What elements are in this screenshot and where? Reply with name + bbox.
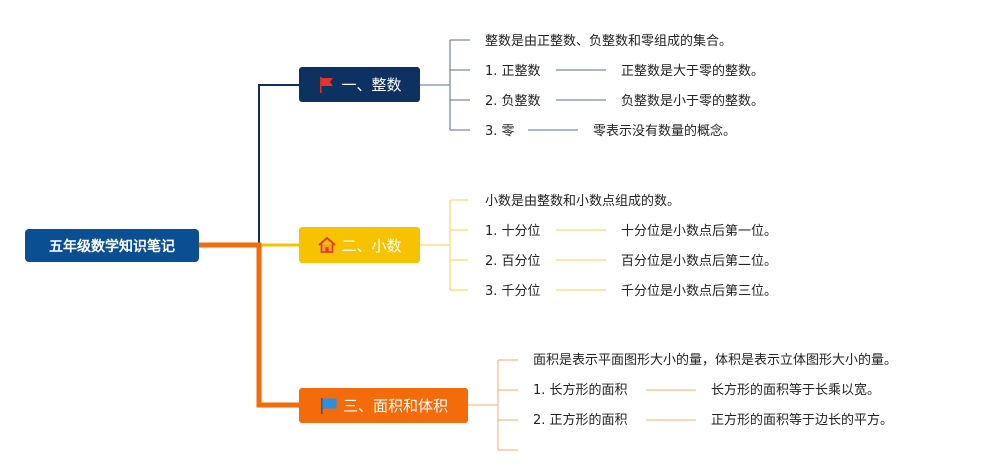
b2-desc-2: 百分位是小数点后第二位。 [621, 254, 778, 269]
b3-term-1: 1. 长方形的面积 [533, 383, 628, 398]
term-lines-b2 [556, 229, 606, 291]
b1-desc-3: 零表示没有数量的概念。 [593, 124, 737, 139]
b3-term-2: 2. 正方形的面积 [533, 413, 628, 428]
b2-intro: 小数是由整数和小数点组成的数。 [485, 194, 681, 209]
root-label: 五年级数学知识笔记 [49, 238, 175, 255]
bracket-b1 [420, 39, 470, 131]
bracket-b3 [468, 359, 518, 451]
term-lines-b3 [646, 389, 696, 421]
b1-desc-2: 负整数是小于零的整数。 [621, 94, 765, 109]
b1-term-2: 2. 负整数 [485, 94, 541, 109]
b2-term-2: 2. 百分位 [485, 254, 541, 269]
branch-area-volume[interactable]: 三、面积和体积 [299, 388, 468, 423]
bracket-b2 [420, 199, 468, 291]
flag-icon [317, 75, 337, 95]
branch-integers[interactable]: 一、整数 [299, 67, 420, 102]
b3-desc-1: 长方形的面积等于长乘以宽。 [711, 383, 881, 398]
b1-intro: 整数是由正整数、负整数和零组成的集合。 [485, 34, 733, 49]
house-icon [317, 235, 337, 255]
root-node[interactable]: 五年级数学知识笔记 [25, 229, 199, 262]
b3-intro: 面积是表示平面图形大小的量，体积是表示立体图形大小的量。 [533, 353, 898, 368]
b2-term-1: 1. 十分位 [485, 224, 541, 239]
banner-icon [319, 396, 339, 416]
b2-desc-1: 十分位是小数点后第一位。 [621, 224, 778, 239]
b1-term-3: 3. 零 [485, 124, 515, 139]
branch-integers-label: 一、整数 [341, 76, 402, 94]
term-lines-b1 [528, 69, 606, 131]
b2-desc-3: 千分位是小数点后第三位。 [621, 284, 778, 299]
b1-desc-1: 正整数是大于零的整数。 [621, 64, 765, 79]
branch-decimals-label: 二、小数 [341, 236, 402, 255]
branch-area-volume-label: 三、面积和体积 [342, 397, 448, 415]
connector-root-b1 [199, 84, 299, 246]
b2-term-3: 3. 千分位 [485, 284, 541, 299]
connector-root-b3 [199, 242, 299, 408]
b1-term-1: 1. 正整数 [485, 64, 541, 79]
b3-desc-2: 正方形的面积等于边长的平方。 [711, 413, 894, 428]
branch-decimals[interactable]: 二、小数 [299, 227, 420, 263]
